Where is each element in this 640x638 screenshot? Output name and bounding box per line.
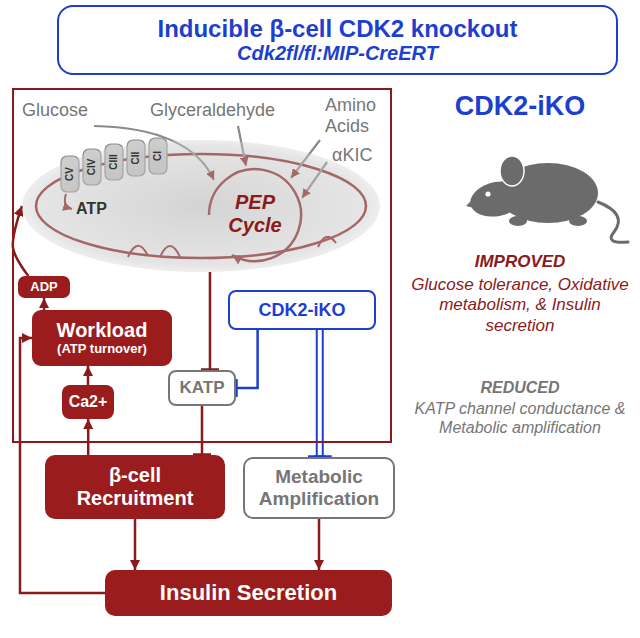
- connector-line: [201, 406, 204, 455]
- connector: [44, 298, 45, 310]
- node-text: (ATP turnover): [57, 342, 147, 357]
- complex-label: CV: [65, 167, 75, 181]
- connector: [88, 419, 89, 455]
- process-box: Workload(ATP turnover): [32, 310, 172, 366]
- node-text: Glucose: [22, 100, 88, 121]
- node-text: Glyceraldehyde: [150, 100, 275, 121]
- beta-cell-box: CV CIV CIII CII CI ATP PEP CycleADP Workload(AT…: [12, 88, 392, 443]
- node-text: PEP Cycle: [215, 191, 295, 237]
- connector-line: [209, 272, 212, 370]
- effect-heading: REDUCED: [405, 378, 635, 397]
- connector-line: [134, 519, 137, 570]
- knockout-box: CDK2-iKO: [228, 290, 376, 330]
- node-text: Insulin Secretion: [160, 580, 337, 605]
- mitochondrion-shape: [22, 140, 380, 272]
- mouse-title: CDK2-iKO: [420, 90, 620, 122]
- connector: [236, 330, 258, 388]
- connector: [202, 406, 203, 455]
- channel-box: KATP: [168, 370, 236, 406]
- node-text: αKIC: [332, 145, 372, 166]
- complex-label: CII: [131, 152, 141, 165]
- connector-line: [318, 519, 321, 570]
- node-text: β-cell Recruitment: [51, 464, 219, 510]
- node-text: Workload: [57, 319, 148, 342]
- node-text: Ca2+: [69, 393, 108, 411]
- node-text: ATP: [76, 200, 107, 218]
- connector-line: [87, 419, 90, 455]
- process-box: ADP: [18, 276, 70, 298]
- title-box: Inducible β-cell CDK2 knockoutCdk2fl/fl:…: [57, 5, 618, 75]
- connector-line: [43, 298, 46, 310]
- process-box: Insulin Secretion: [105, 570, 392, 616]
- effect-text: KATP channel conductance & Metabolic amp…: [405, 399, 635, 437]
- node-text: CDK2-iKO: [258, 300, 345, 321]
- process-box: Metabolic Amplification: [243, 457, 395, 519]
- process-box: β-cell Recruitment: [45, 455, 225, 519]
- complex-label: CI: [153, 151, 163, 161]
- connector-line: [236, 330, 258, 388]
- node-text: KATP: [179, 378, 224, 398]
- effect-heading: IMPROVED: [405, 252, 635, 272]
- complex-label: CIV: [87, 159, 97, 176]
- connector-line: [87, 366, 90, 385]
- complex-label: CIII: [109, 154, 119, 170]
- connector: [135, 519, 136, 570]
- connector-line: [322, 330, 324, 457]
- process-box: Ca2+: [62, 385, 114, 419]
- mouse-icon: [466, 156, 628, 242]
- node-text: Metabolic Amplification: [251, 466, 387, 510]
- connector: [317, 330, 323, 457]
- node-text: ADP: [30, 280, 57, 295]
- node-text: Inducible β-cell CDK2 knockout: [157, 15, 517, 43]
- connector: [319, 519, 320, 570]
- node-text: Amino Acids: [325, 95, 387, 136]
- connector: [209, 272, 210, 370]
- effect-text: Glucose tolerance, Oxidative metabolism,…: [405, 275, 635, 336]
- connector: [88, 366, 89, 385]
- connector-line: [316, 330, 318, 457]
- mitochondrion: CV CIV CIII CII CI ATP PEP Cycle: [22, 140, 380, 272]
- node-text: Cdk2fl/fl:MIP-CreERT: [237, 42, 438, 65]
- mitochondrion-outline: [22, 140, 380, 272]
